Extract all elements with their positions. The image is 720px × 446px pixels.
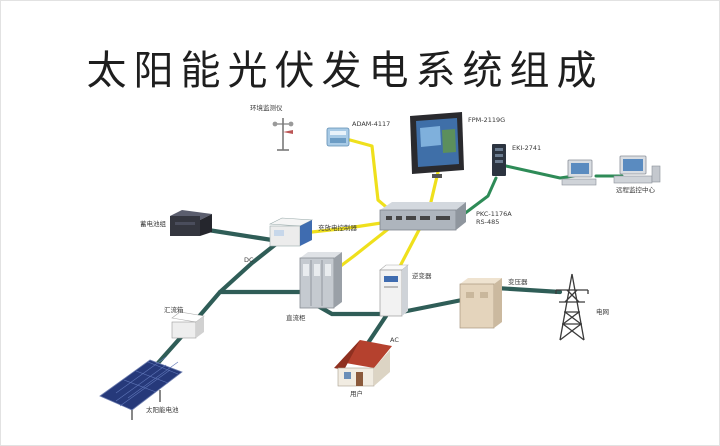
battery-icon xyxy=(170,210,212,236)
cable-embedded-pc-inverter xyxy=(396,226,422,272)
cable-adam-embedded-pc xyxy=(348,138,394,214)
label-solar-panel: 太阳能电池 xyxy=(146,405,179,414)
label-adam: ADAM-4117 xyxy=(352,120,390,128)
remote-pc-icon xyxy=(613,155,661,184)
label-user: 用户 xyxy=(350,389,363,398)
remote-pc-icon xyxy=(561,159,597,186)
house-icon xyxy=(334,340,392,387)
inverter-icon xyxy=(379,264,409,317)
weather-station-icon xyxy=(272,118,294,151)
dc-cabinet-icon xyxy=(299,252,342,309)
label-ac: AC xyxy=(390,336,399,344)
label-embedded-pc: PKC-1176A xyxy=(476,210,512,218)
label-combiner: 汇流箱 xyxy=(164,305,184,314)
cable-cabinet-inverter xyxy=(315,303,389,317)
transmission-tower-icon xyxy=(555,273,589,341)
label-switch: EKI-2741 xyxy=(512,144,541,152)
cable-battery-controller xyxy=(205,227,275,243)
label-inverter: 逆变器 xyxy=(412,271,432,280)
label-dc-cabinet: 直流柜 xyxy=(286,313,306,322)
solar-panel-icon xyxy=(99,356,183,420)
combiner-box-icon xyxy=(171,311,205,339)
label-panel-pc: FPM-2119G xyxy=(468,116,505,124)
label-remote-center: 远程监控中心 xyxy=(616,185,656,194)
cable-transformer-grid xyxy=(493,285,563,295)
label-controller: 充放电控制器 xyxy=(318,223,358,232)
label-transformer: 变压器 xyxy=(508,277,528,286)
panel-pc-icon xyxy=(410,112,464,178)
network-switch-icon xyxy=(492,144,506,176)
transformer-icon xyxy=(459,278,502,329)
cable-dc-controller xyxy=(217,241,279,295)
cable-embedded-pc-switch xyxy=(462,176,498,216)
controller-icon xyxy=(268,217,314,247)
cable-inverter-house xyxy=(363,313,389,349)
label-dc: DC xyxy=(244,256,254,264)
label-battery: 蓄电池组 xyxy=(140,219,167,228)
cable-inverter-transformer xyxy=(399,297,465,315)
diagram-title: 太阳能光伏发电系统组成 xyxy=(87,48,604,94)
io-module-icon xyxy=(326,127,350,147)
label-embedded-pc-sub: RS-485 xyxy=(476,218,499,226)
cable-embedded-pc-cabinet xyxy=(336,224,394,270)
cable-embedded-pc-controller xyxy=(310,220,390,234)
label-weather-station: 环境监测仪 xyxy=(250,103,283,112)
embedded-pc-icon xyxy=(379,202,466,231)
label-grid: 电网 xyxy=(596,307,609,316)
